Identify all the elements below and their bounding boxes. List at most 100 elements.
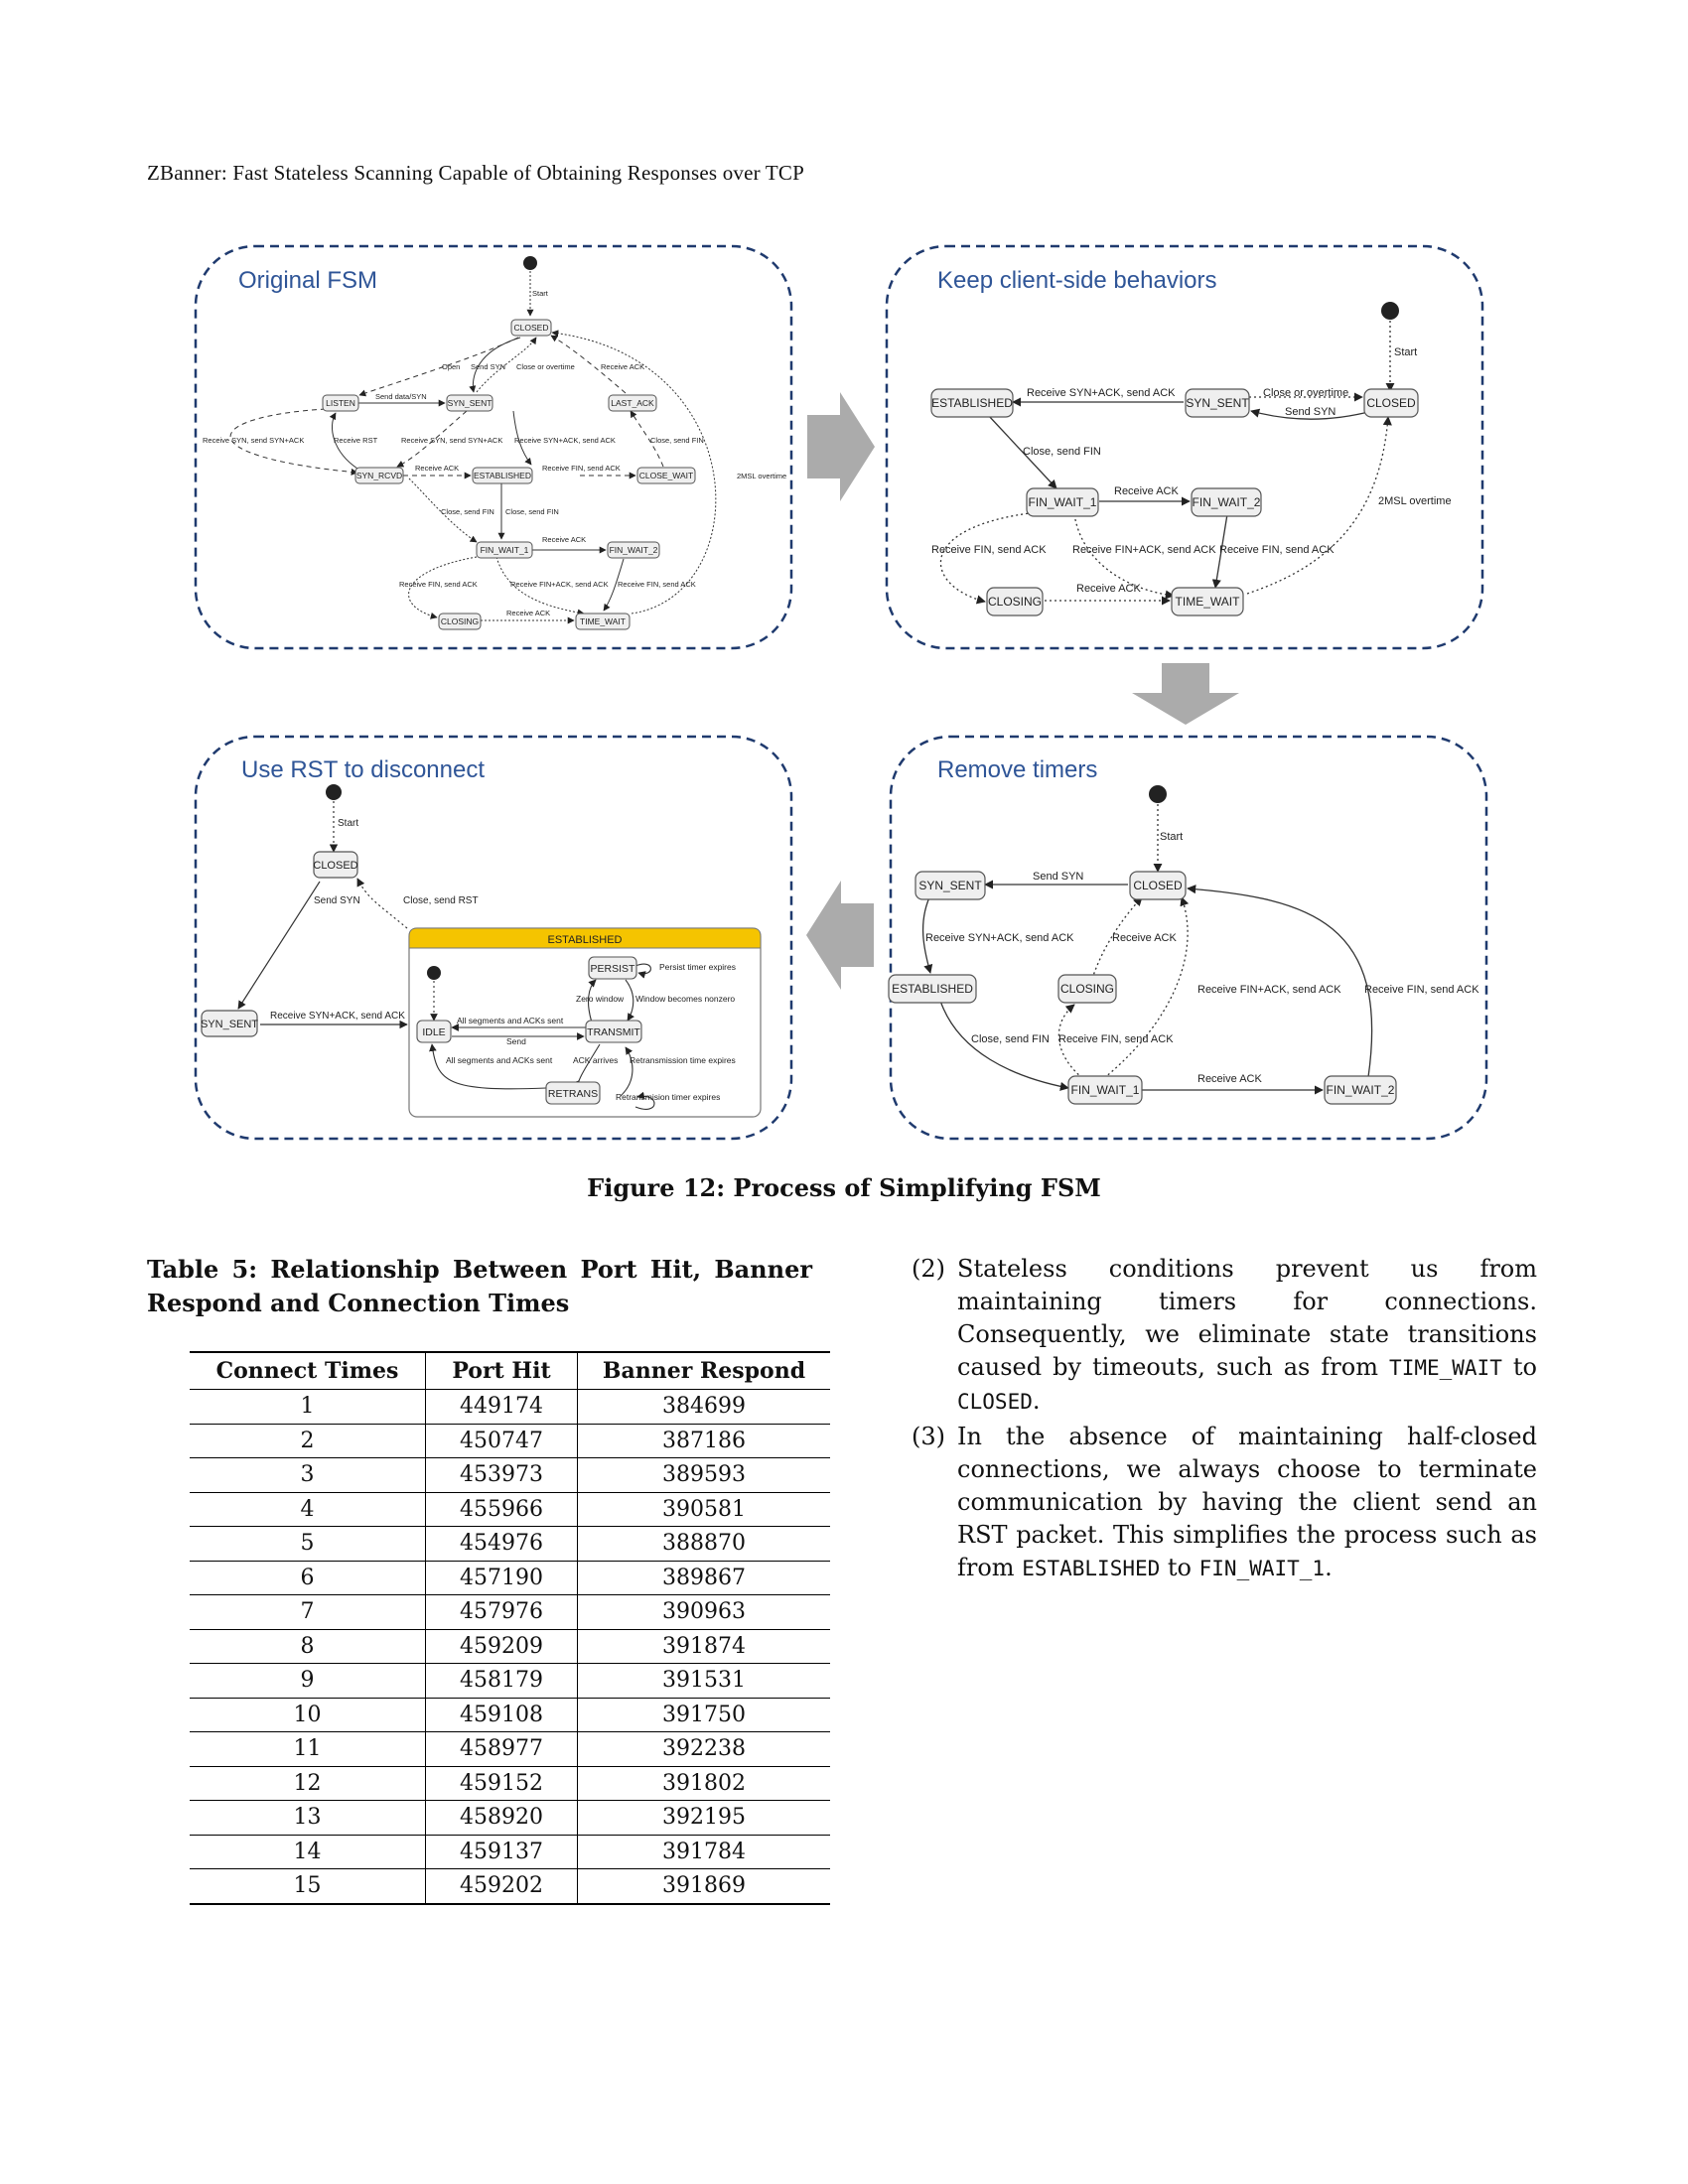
p2-label-recv-finack: Receive FIN+ACK, send ACK xyxy=(1072,544,1216,556)
cell-banner-respond: 389867 xyxy=(577,1561,830,1595)
col-header-connect-times: Connect Times xyxy=(190,1351,426,1390)
cell-banner-respond: 391531 xyxy=(577,1663,830,1699)
cell-banner-respond: 391802 xyxy=(577,1766,830,1801)
cell-port-hit: 459152 xyxy=(425,1766,578,1801)
p1-label-send-syn: Send SYN xyxy=(471,362,505,371)
p4-label-close-rst: Close, send RST xyxy=(403,895,479,906)
cell-port-hit: 454976 xyxy=(425,1526,578,1562)
panel-original: CLOSED LISTEN SYN_SENT LAST_ACK SYN_RCVD… xyxy=(203,256,786,630)
p4-label-retrans-exp2: Retransmision timer expires xyxy=(616,1092,720,1102)
start-node xyxy=(523,256,537,270)
p4-state-persist: PERSIST xyxy=(591,963,636,975)
p3-label-recv-ack-c: Receive ACK xyxy=(1112,932,1177,944)
p3-state-fin-wait-1: FIN_WAIT_1 xyxy=(1071,1083,1140,1097)
panel-title-rst: Use RST to disconnect xyxy=(241,756,485,783)
caption-word: Port xyxy=(580,1255,637,1284)
p3-state-fin-wait-2: FIN_WAIT_2 xyxy=(1327,1083,1395,1097)
cell-banner-respond: 391784 xyxy=(577,1835,830,1869)
panel-rst-frame xyxy=(194,735,793,1141)
cell-connect-times: 14 xyxy=(190,1835,426,1869)
body-text-list: (2) Stateless conditions prevent us from… xyxy=(912,1253,1537,1587)
p4-label-ack-arrives: ACK arrives xyxy=(573,1055,618,1065)
p3-state-established: ESTABLISHED xyxy=(892,982,973,996)
cell-port-hit: 455966 xyxy=(425,1492,578,1527)
p3-label-recv-finack: Receive FIN+ACK, send ACK xyxy=(1197,984,1341,996)
panel-original-frame xyxy=(194,244,793,650)
cell-connect-times: 11 xyxy=(190,1731,426,1767)
p2-state-established: ESTABLISHED xyxy=(931,396,1013,410)
cell-connect-times: 6 xyxy=(190,1561,426,1595)
p1-state-time-wait: TIME_WAIT xyxy=(580,616,626,626)
p4-label-zero-window: Zero window xyxy=(576,994,625,1004)
p1-label-close-overtime: Close or overtime xyxy=(516,362,575,371)
cell-port-hit: 459137 xyxy=(425,1835,578,1869)
p4-label-send: Send xyxy=(506,1036,526,1046)
p1-label-recv-finack-ack: Receive FIN+ACK, send ACK xyxy=(510,580,609,589)
fsm-figure: Original FSM Keep client-side behaviors … xyxy=(194,244,1488,1141)
cell-connect-times: 4 xyxy=(190,1492,426,1527)
arrow-right-big xyxy=(807,392,875,501)
p4-label-all-sent-2: All segments and ACKs sent xyxy=(446,1055,553,1065)
p3-state-closing: CLOSING xyxy=(1060,982,1114,996)
cell-connect-times: 2 xyxy=(190,1424,426,1458)
p2-label-recv-fin-l: Receive FIN, send ACK xyxy=(931,544,1047,556)
p3-label-recv-synack: Receive SYN+ACK, send ACK xyxy=(925,932,1074,944)
cell-banner-respond: 388870 xyxy=(577,1526,830,1562)
col-header-port-hit: Port Hit xyxy=(425,1351,578,1390)
p4-state-closed: CLOSED xyxy=(313,860,357,872)
start-node xyxy=(326,784,342,800)
p2-label-close-fin: Close, send FIN xyxy=(1023,446,1101,458)
list-item: (3) In the absence of maintaining half-c… xyxy=(912,1421,1537,1585)
cell-port-hit: 458920 xyxy=(425,1800,578,1836)
cell-banner-respond: 389593 xyxy=(577,1457,830,1493)
p1-state-close-wait: CLOSE_WAIT xyxy=(639,471,693,480)
cell-banner-respond: 391750 xyxy=(577,1698,830,1732)
p2-state-syn-sent: SYN_SENT xyxy=(1186,396,1249,410)
panel-client: ESTABLISHED SYN_SENT CLOSED FIN_WAIT_1 F… xyxy=(930,302,1452,616)
p1-label-recv-synack-ack: Receive SYN+ACK, send ACK xyxy=(514,436,616,445)
list-item: (2) Stateless conditions prevent us from… xyxy=(912,1253,1537,1419)
panel-timers-frame xyxy=(889,735,1488,1141)
p2-label-close-overtime: Close or overtime xyxy=(1263,387,1348,399)
p1-state-listen: LISTEN xyxy=(326,398,355,408)
code-closed: CLOSED xyxy=(957,1390,1033,1414)
p1-label-recv-fin-ack-l: Receive FIN, send ACK xyxy=(399,580,478,589)
p1-label-open: Open xyxy=(442,362,460,371)
caption-word: Table xyxy=(147,1255,219,1284)
cell-port-hit: 459209 xyxy=(425,1629,578,1664)
cell-port-hit: 450747 xyxy=(425,1424,578,1458)
p2-label-start: Start xyxy=(1394,346,1417,358)
cell-connect-times: 15 xyxy=(190,1868,426,1905)
cell-banner-respond: 390963 xyxy=(577,1594,830,1630)
p4-label-recv-synack: Receive SYN+ACK, send ACK xyxy=(270,1011,405,1022)
cell-connect-times: 13 xyxy=(190,1800,426,1836)
col-header-banner-respond: Banner Respond xyxy=(577,1351,830,1390)
start-node xyxy=(1149,785,1167,803)
p1-label-recv-ack-fw: Receive ACK xyxy=(542,535,586,544)
cell-port-hit: 459108 xyxy=(425,1698,578,1732)
p4-label-window-nz: Window becomes nonzero xyxy=(635,994,735,1004)
p4-state-transmit: TRANSMIT xyxy=(587,1026,640,1038)
cell-banner-respond: 387186 xyxy=(577,1424,830,1458)
cell-port-hit: 459202 xyxy=(425,1868,578,1905)
cell-connect-times: 12 xyxy=(190,1766,426,1801)
list-text: In the absence of maintaining half-close… xyxy=(957,1423,1537,1581)
code-time-wait: TIME_WAIT xyxy=(1389,1356,1502,1380)
p2-label-msl: 2MSL overtime xyxy=(1378,495,1452,507)
p1-state-fin-wait-1: FIN_WAIT_1 xyxy=(481,545,529,555)
p1-state-established: ESTABLISHED xyxy=(474,471,531,480)
p3-state-closed: CLOSED xyxy=(1133,879,1183,892)
p4-label-send-syn: Send SYN xyxy=(314,895,360,906)
start-node xyxy=(427,966,441,980)
list-number: (3) xyxy=(912,1423,945,1450)
cell-port-hit: 458179 xyxy=(425,1663,578,1699)
